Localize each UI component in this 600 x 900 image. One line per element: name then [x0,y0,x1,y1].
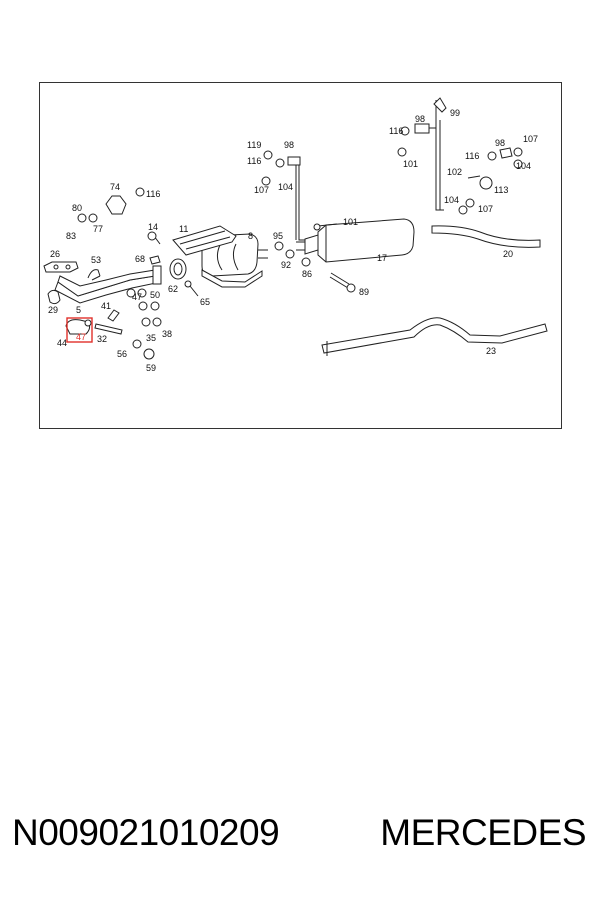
callout-label: 59 [146,363,156,373]
callout-label: 104 [278,182,293,192]
callout-label: 20 [503,249,513,259]
diagram-border [39,82,562,429]
callout-label: 8 [248,231,253,241]
callout-label: 5 [76,305,81,315]
exhaust-parts [43,97,548,360]
callout-label: 116 [146,189,160,199]
callout-label: 17 [377,253,387,263]
callout-label: 14 [148,222,158,232]
callout-label: 47 [132,292,142,302]
callout-label-highlighted: 47 [76,332,86,342]
callout-label: 80 [72,203,82,213]
callout-label: 38 [162,329,172,339]
callout-label: 56 [117,349,127,359]
callout-label: 95 [273,231,283,241]
callout-label: 29 [48,305,58,315]
callout-label: 101 [343,217,358,227]
part-caption: N009021010209 MERCEDES [0,808,600,858]
callout-label: 77 [93,224,103,234]
brand-name: MERCEDES [380,812,586,853]
callout-label: 26 [50,249,60,259]
callout-label: 32 [97,334,107,344]
callout-label: 74 [110,182,120,192]
callout-label: 35 [146,333,156,343]
callout-label: 116 [247,156,261,166]
callout-label: 98 [415,114,425,124]
callout-label: 53 [91,255,101,265]
callout-label: 65 [200,297,210,307]
callout-label: 89 [359,287,369,297]
highlight-box [66,317,93,343]
callout-label: 102 [447,167,462,177]
callout-label: 107 [523,134,538,144]
callout-label: 107 [478,204,493,214]
callout-label: 92 [281,260,291,270]
part-number: N009021010209 [12,812,280,853]
callout-label: 50 [150,290,160,300]
callout-label: 41 [101,301,111,311]
callout-label: 99 [450,108,460,118]
callout-label: 113 [494,185,508,195]
callout-label: 104 [444,195,459,205]
callout-label: 116 [465,151,479,161]
callout-label: 119 [247,140,261,150]
callout-label: 107 [254,185,269,195]
callout-label: 98 [284,140,294,150]
callout-label: 68 [135,254,145,264]
callout-label: 101 [403,159,418,169]
callout-label: 98 [495,138,505,148]
callout-label: 116 [389,126,403,136]
callout-label: 86 [302,269,312,279]
callout-label: 104 [516,161,531,171]
callout-label: 11 [179,224,188,234]
callout-labels: 119 98 116 107 104 99 116 98 101 98 107 … [48,108,538,373]
callout-label: 83 [66,231,76,241]
callout-label: 44 [57,338,67,348]
callout-label: 23 [486,346,496,356]
callout-label: 62 [168,284,178,294]
